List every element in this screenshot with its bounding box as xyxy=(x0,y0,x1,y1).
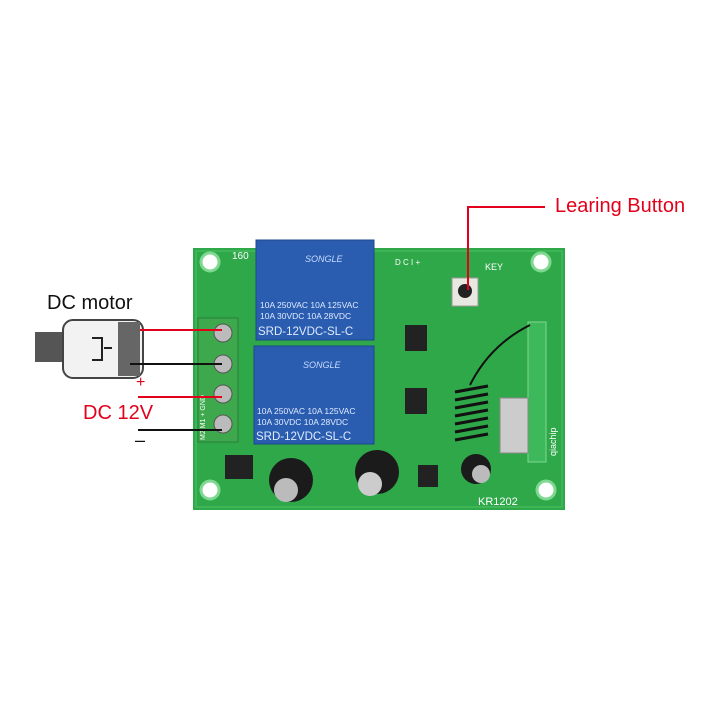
corner-mark: 160 xyxy=(232,251,249,262)
svg-text:10A 250VAC 10A 125VAC: 10A 250VAC 10A 125VAC xyxy=(257,406,355,416)
mount-hole xyxy=(199,479,221,501)
svg-text:10A 30VDC 10A 28VDC: 10A 30VDC 10A 28VDC xyxy=(260,311,351,321)
relay-2: SONGLE 10A 250VAC 10A 125VAC 10A 30VDC 1… xyxy=(253,345,375,445)
svg-text:10A 250VAC 10A 125VAC: 10A 250VAC 10A 125VAC xyxy=(260,300,358,310)
callout-line xyxy=(467,206,545,290)
svg-text:SONGLE: SONGLE xyxy=(303,360,342,370)
regulator xyxy=(418,465,438,487)
learning-button[interactable] xyxy=(458,284,472,298)
svg-text:qiachip: qiachip xyxy=(548,427,558,456)
header-pins-label: D C I + xyxy=(395,258,420,267)
mount-hole xyxy=(535,479,557,501)
crystal xyxy=(499,397,529,454)
pcb-board: 160 KEY D C I + KR1202 qiachip xyxy=(193,248,565,510)
svg-text:10A 30VDC 10A 28VDC: 10A 30VDC 10A 28VDC xyxy=(257,417,348,427)
model-label: KR1202 xyxy=(478,496,518,508)
plus-label: + xyxy=(136,374,146,391)
rf-module xyxy=(527,321,547,463)
antenna-coil xyxy=(454,384,489,442)
capacitor xyxy=(269,458,313,502)
ic-chip xyxy=(405,325,427,351)
bridge-rectifier xyxy=(225,455,253,479)
svg-text:SRD-12VDC-SL-C: SRD-12VDC-SL-C xyxy=(256,431,351,443)
gear xyxy=(35,332,65,362)
relay-1: SONGLE 10A 250VAC 10A 125VAC 10A 30VDC 1… xyxy=(255,239,375,341)
ic-chip xyxy=(405,388,427,414)
dc-motor-illustration xyxy=(35,319,144,379)
minus-label: – xyxy=(135,430,146,450)
capacitor xyxy=(355,450,399,496)
mount-hole xyxy=(199,251,221,273)
dc-motor-label: DC motor xyxy=(47,292,133,314)
dc-12v-label: DC 12V xyxy=(83,402,154,424)
key-label: KEY xyxy=(485,262,503,272)
mount-hole xyxy=(530,251,552,273)
svg-text:SRD-12VDC-SL-C: SRD-12VDC-SL-C xyxy=(258,326,353,338)
terminal-block: M2 M1 + GND xyxy=(197,317,239,443)
learning-button-label: Learing Button xyxy=(555,195,686,217)
svg-text:M2 M1 + GND: M2 M1 + GND xyxy=(200,395,207,440)
svg-text:SONGLE: SONGLE xyxy=(305,254,344,264)
capacitor xyxy=(461,454,491,484)
